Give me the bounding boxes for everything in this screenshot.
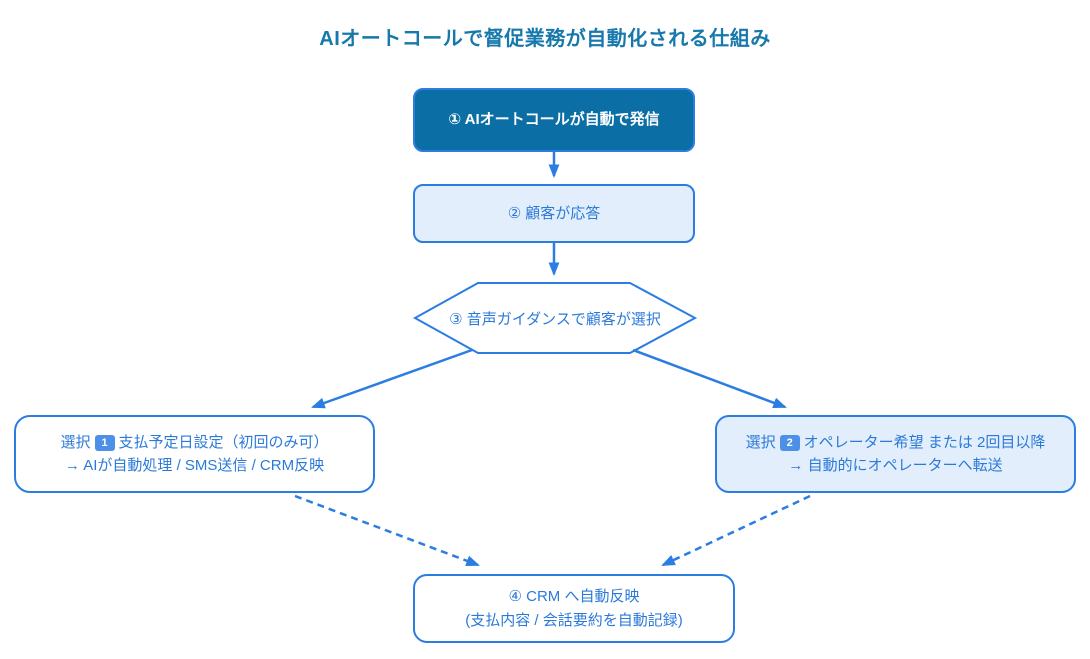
option2-number-badge: 2 bbox=[779, 434, 800, 451]
option2-prefix: 選択 bbox=[745, 433, 776, 451]
option2-title: オペレーター希望 または 2回目以降 bbox=[803, 433, 1046, 451]
arrow-decision-option1 bbox=[311, 348, 473, 409]
node-step1-label: ① AIオートコールが自動で発信 bbox=[448, 111, 660, 129]
arrow-option1-step4 bbox=[294, 494, 480, 567]
option1-title: 支払予定日設定（初回のみ可） bbox=[118, 433, 329, 451]
node-step2-label: ② 顧客が応答 bbox=[507, 204, 601, 222]
diagram-title: AIオートコールで督促業務が自動化される仕組み bbox=[319, 28, 771, 50]
node-decision-voice-guidance: ③ 音声ガイダンスで顧客が選択 bbox=[415, 283, 695, 353]
node-step1-autocall: ① AIオートコールが自動で発信 bbox=[413, 88, 695, 152]
decision-hexagon bbox=[412, 282, 698, 354]
step4-line2: (支払内容 / 会話要約を自動記録) bbox=[465, 611, 683, 629]
option1-line2: → AIが自動処理 / SMS送信 / CRM反映 bbox=[64, 457, 325, 474]
option2-line2: → 自動的にオペレーターへ転送 bbox=[788, 457, 1003, 474]
node-step2-customer-answer: ② 顧客が応答 bbox=[413, 184, 695, 243]
arrow-decision-option2 bbox=[632, 348, 787, 409]
step4-line1: ④ CRM へ自動反映 bbox=[508, 588, 640, 606]
arrow-option2-step4 bbox=[661, 494, 811, 567]
option1-number-badge: 1 bbox=[94, 434, 115, 451]
option1-prefix: 選択 bbox=[60, 433, 91, 451]
node-step4-crm-update: ④ CRM へ自動反映 (支払内容 / 会話要約を自動記録) bbox=[413, 574, 735, 643]
node-decision-label: ③ 音声ガイダンスで顧客が選択 bbox=[449, 310, 661, 328]
